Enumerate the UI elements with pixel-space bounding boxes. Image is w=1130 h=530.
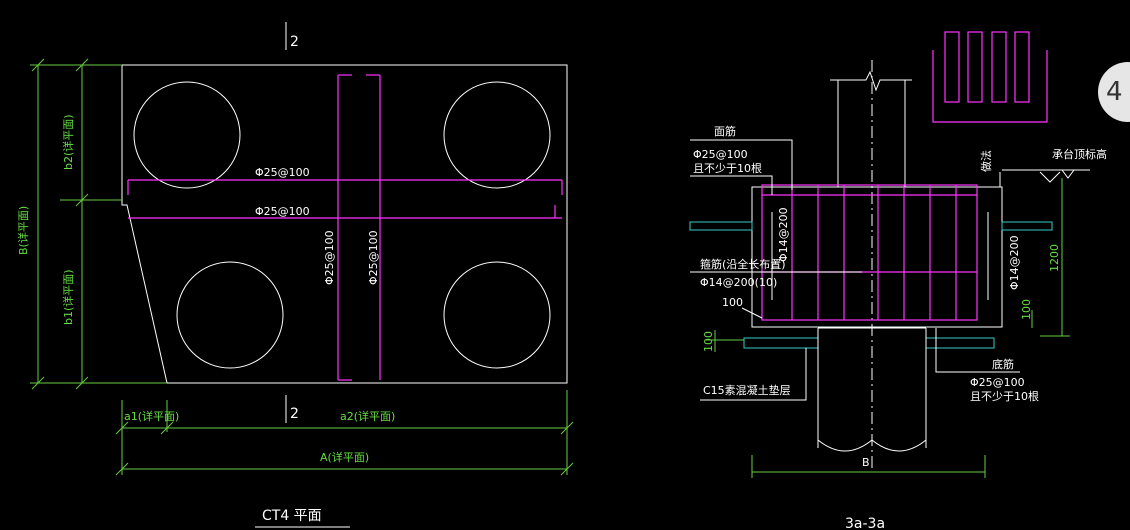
- label-bottom-spec2: 且不少于10根: [970, 389, 1039, 403]
- dim-tick-3: [75, 58, 89, 72]
- label-bottom-bars: 底筋: [992, 357, 1014, 371]
- rebar-sketch-2: [967, 31, 983, 103]
- leader-top-bars: [690, 139, 793, 190]
- section-3a: 面筋 Φ25@100 且不少于10根 做法 承台顶标高 箍筋(沿全长布置) Φ1…: [689, 31, 1107, 530]
- label-side-right: Φ14@200: [1008, 235, 1021, 290]
- cap-section-outline: [751, 186, 1003, 328]
- dim-tick-2: [31, 376, 45, 390]
- rebar-label-v2: Φ25@100: [367, 230, 380, 285]
- label-top-spec1: Φ25@100: [693, 148, 748, 161]
- label-side-left: Φ14@200: [777, 207, 790, 262]
- dim-label-1200: 1200: [1048, 244, 1061, 272]
- label-tie2: Φ14@200(10): [700, 276, 777, 289]
- dim-tick-9: [115, 462, 129, 476]
- section-mark-bottom: 2: [290, 406, 299, 422]
- leader-top-spec: [690, 175, 773, 195]
- dim-tick-5: [75, 376, 89, 390]
- label-top-bars: 面筋: [714, 124, 736, 138]
- dim-label-B-section: B: [862, 456, 870, 469]
- dim-label-A: A(详平面): [320, 450, 369, 464]
- elev-break: [1039, 171, 1061, 183]
- dim-label-b1: b1(详平面): [61, 269, 75, 325]
- label-cap-elev: 承台顶标高: [1052, 147, 1107, 161]
- dim-label-100a: 100: [1020, 299, 1033, 320]
- elev-triangle: [1061, 169, 1075, 179]
- rebar-label-h2: Φ25@100: [255, 205, 310, 218]
- pile-circle-top-right: [443, 81, 551, 189]
- leader-bottom-bars: [935, 328, 1020, 373]
- dim-tick-1: [31, 58, 45, 72]
- dim-label-a2: a2(详平面): [340, 409, 395, 423]
- dim-label-b2: b2(详平面): [61, 114, 75, 170]
- column-break: [830, 70, 912, 92]
- pile-circle-bottom-right: [443, 261, 551, 369]
- label-top-spec2: 且不少于10根: [693, 161, 762, 175]
- dim-label-B: B(详平面): [16, 206, 30, 255]
- dim-label-100b: 100: [722, 296, 743, 309]
- dim-tick-4: [75, 193, 89, 207]
- label-cushion: C15素混凝土垫层: [703, 383, 791, 397]
- rebar-sketch-1: [944, 31, 960, 103]
- label-bottom-spec1: Φ25@100: [970, 376, 1025, 389]
- dim-tick-8: [560, 421, 574, 435]
- cushion-left: [743, 337, 819, 349]
- dim-label-a1: a1(详平面): [124, 409, 179, 423]
- cap-outline: [121, 64, 568, 384]
- leader-cushion: [700, 348, 807, 401]
- section-title: 3a-3a: [845, 516, 885, 530]
- label-edge: 做法: [979, 150, 993, 172]
- section-mark-top: 2: [290, 34, 299, 50]
- pile-cap-plan: Φ25@100 Φ25@100 Φ25@100 Φ25@100 2 2 B(详平…: [16, 22, 574, 528]
- rebar-sketch-3: [991, 31, 1007, 103]
- dim-label-100c: 100: [702, 331, 715, 352]
- dim-tick-7: [160, 421, 174, 435]
- dim-tick-6: [115, 421, 129, 435]
- pile-circle-bottom-left: [176, 261, 284, 369]
- pile-circle-top-left: [133, 81, 241, 189]
- soil-left: [689, 221, 753, 231]
- dim-tick-10: [560, 462, 574, 476]
- rebar-sketch-frame: [932, 50, 1048, 123]
- pile-break: [817, 439, 927, 452]
- label-tie1: 箍筋(沿全长布置): [700, 257, 786, 271]
- stirrup-outer: [761, 184, 978, 321]
- soil-right: [1001, 221, 1053, 231]
- rebar-sketch-4: [1014, 31, 1030, 103]
- leader-100: [741, 307, 763, 319]
- plan-title: CT4 平面: [262, 508, 322, 524]
- rebar-label-v1: Φ25@100: [323, 230, 336, 285]
- rebar-label-h1: Φ25@100: [255, 166, 310, 179]
